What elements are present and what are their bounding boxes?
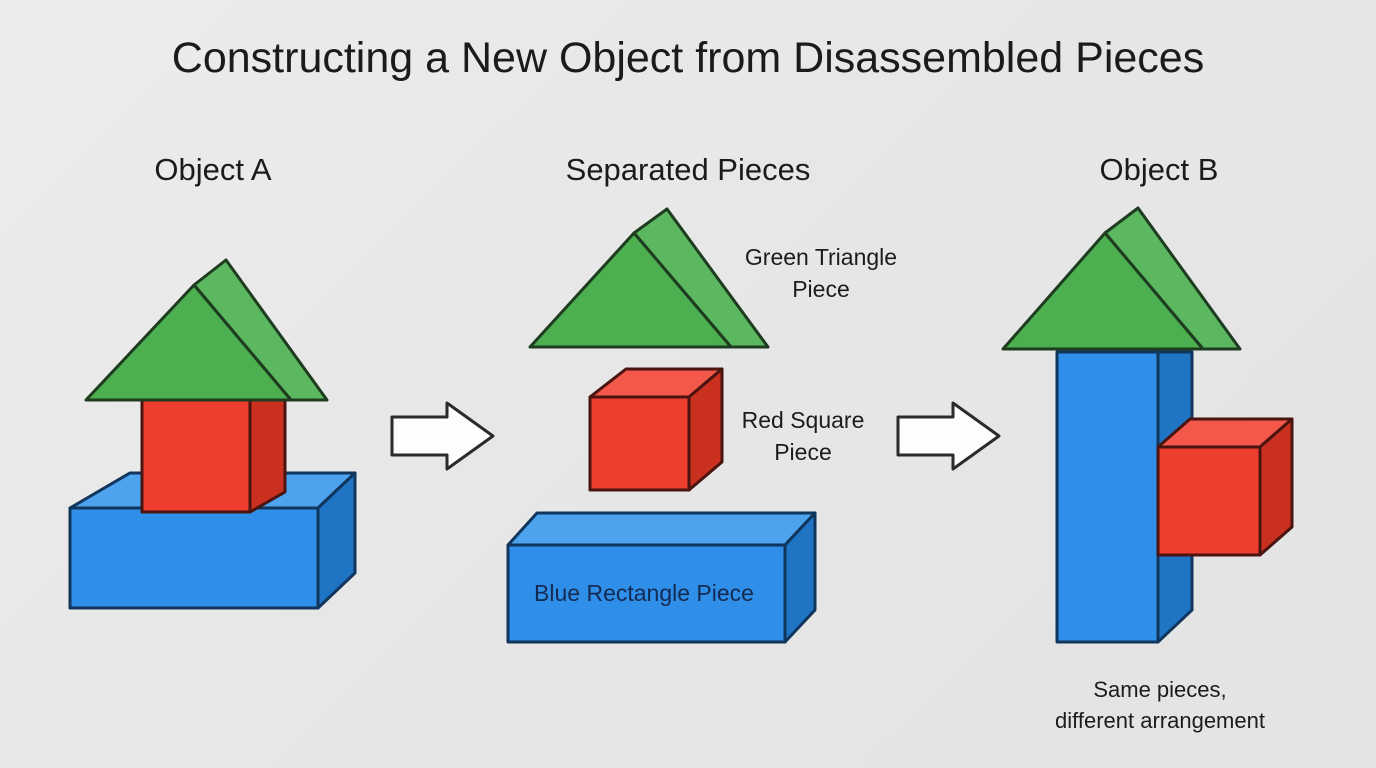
blue-base-front-face (68, 506, 320, 610)
object-a-red-cube (140, 397, 287, 514)
page-title: Constructing a New Object from Disassemb… (172, 34, 1204, 82)
object-b-red-cube (1156, 417, 1294, 557)
heading-object-a: Object A (154, 152, 271, 187)
blue-piece-top-face (506, 511, 817, 547)
green-piece-front-face (528, 231, 733, 349)
blue-column-front-face (1055, 350, 1160, 644)
green-roof-b-front-face (1001, 231, 1205, 351)
separated-pieces-group: Green Triangle Piece Red Square Piece Bl… (506, 207, 897, 644)
arrow-right-icon-1 (390, 401, 495, 471)
red-piece-label-line2: Piece (774, 439, 832, 465)
red-cube-front-face (140, 397, 252, 514)
object-a-green-roof (84, 258, 329, 402)
red-piece-front-face (588, 395, 691, 492)
red-piece-label-line1: Red Square (742, 407, 865, 433)
red-cube-right-face (248, 397, 287, 514)
arrow-right-icon-2 (896, 401, 1001, 471)
object-a-group (68, 258, 357, 610)
red-cube-b-front-face (1156, 445, 1262, 557)
green-piece-label-line1: Green Triangle (745, 244, 897, 270)
blue-piece-front-face (506, 543, 787, 644)
green-roof-front-face (84, 283, 293, 402)
green-piece-label-line2: Piece (792, 276, 850, 302)
separated-blue-rectangle: Blue Rectangle Piece (506, 511, 817, 644)
blue-piece-label: Blue Rectangle Piece (534, 580, 754, 606)
object-b-caption-line1: Same pieces, (1093, 677, 1226, 702)
separated-green-triangle: Green Triangle Piece (528, 207, 897, 349)
heading-separated-pieces: Separated Pieces (566, 152, 811, 187)
separated-red-square: Red Square Piece (588, 367, 865, 492)
object-b-caption-line2: different arrangement (1055, 708, 1265, 733)
object-b-group: Same pieces, different arrangement (1001, 206, 1294, 733)
object-b-green-roof (1001, 206, 1242, 351)
heading-object-b: Object B (1100, 152, 1219, 187)
